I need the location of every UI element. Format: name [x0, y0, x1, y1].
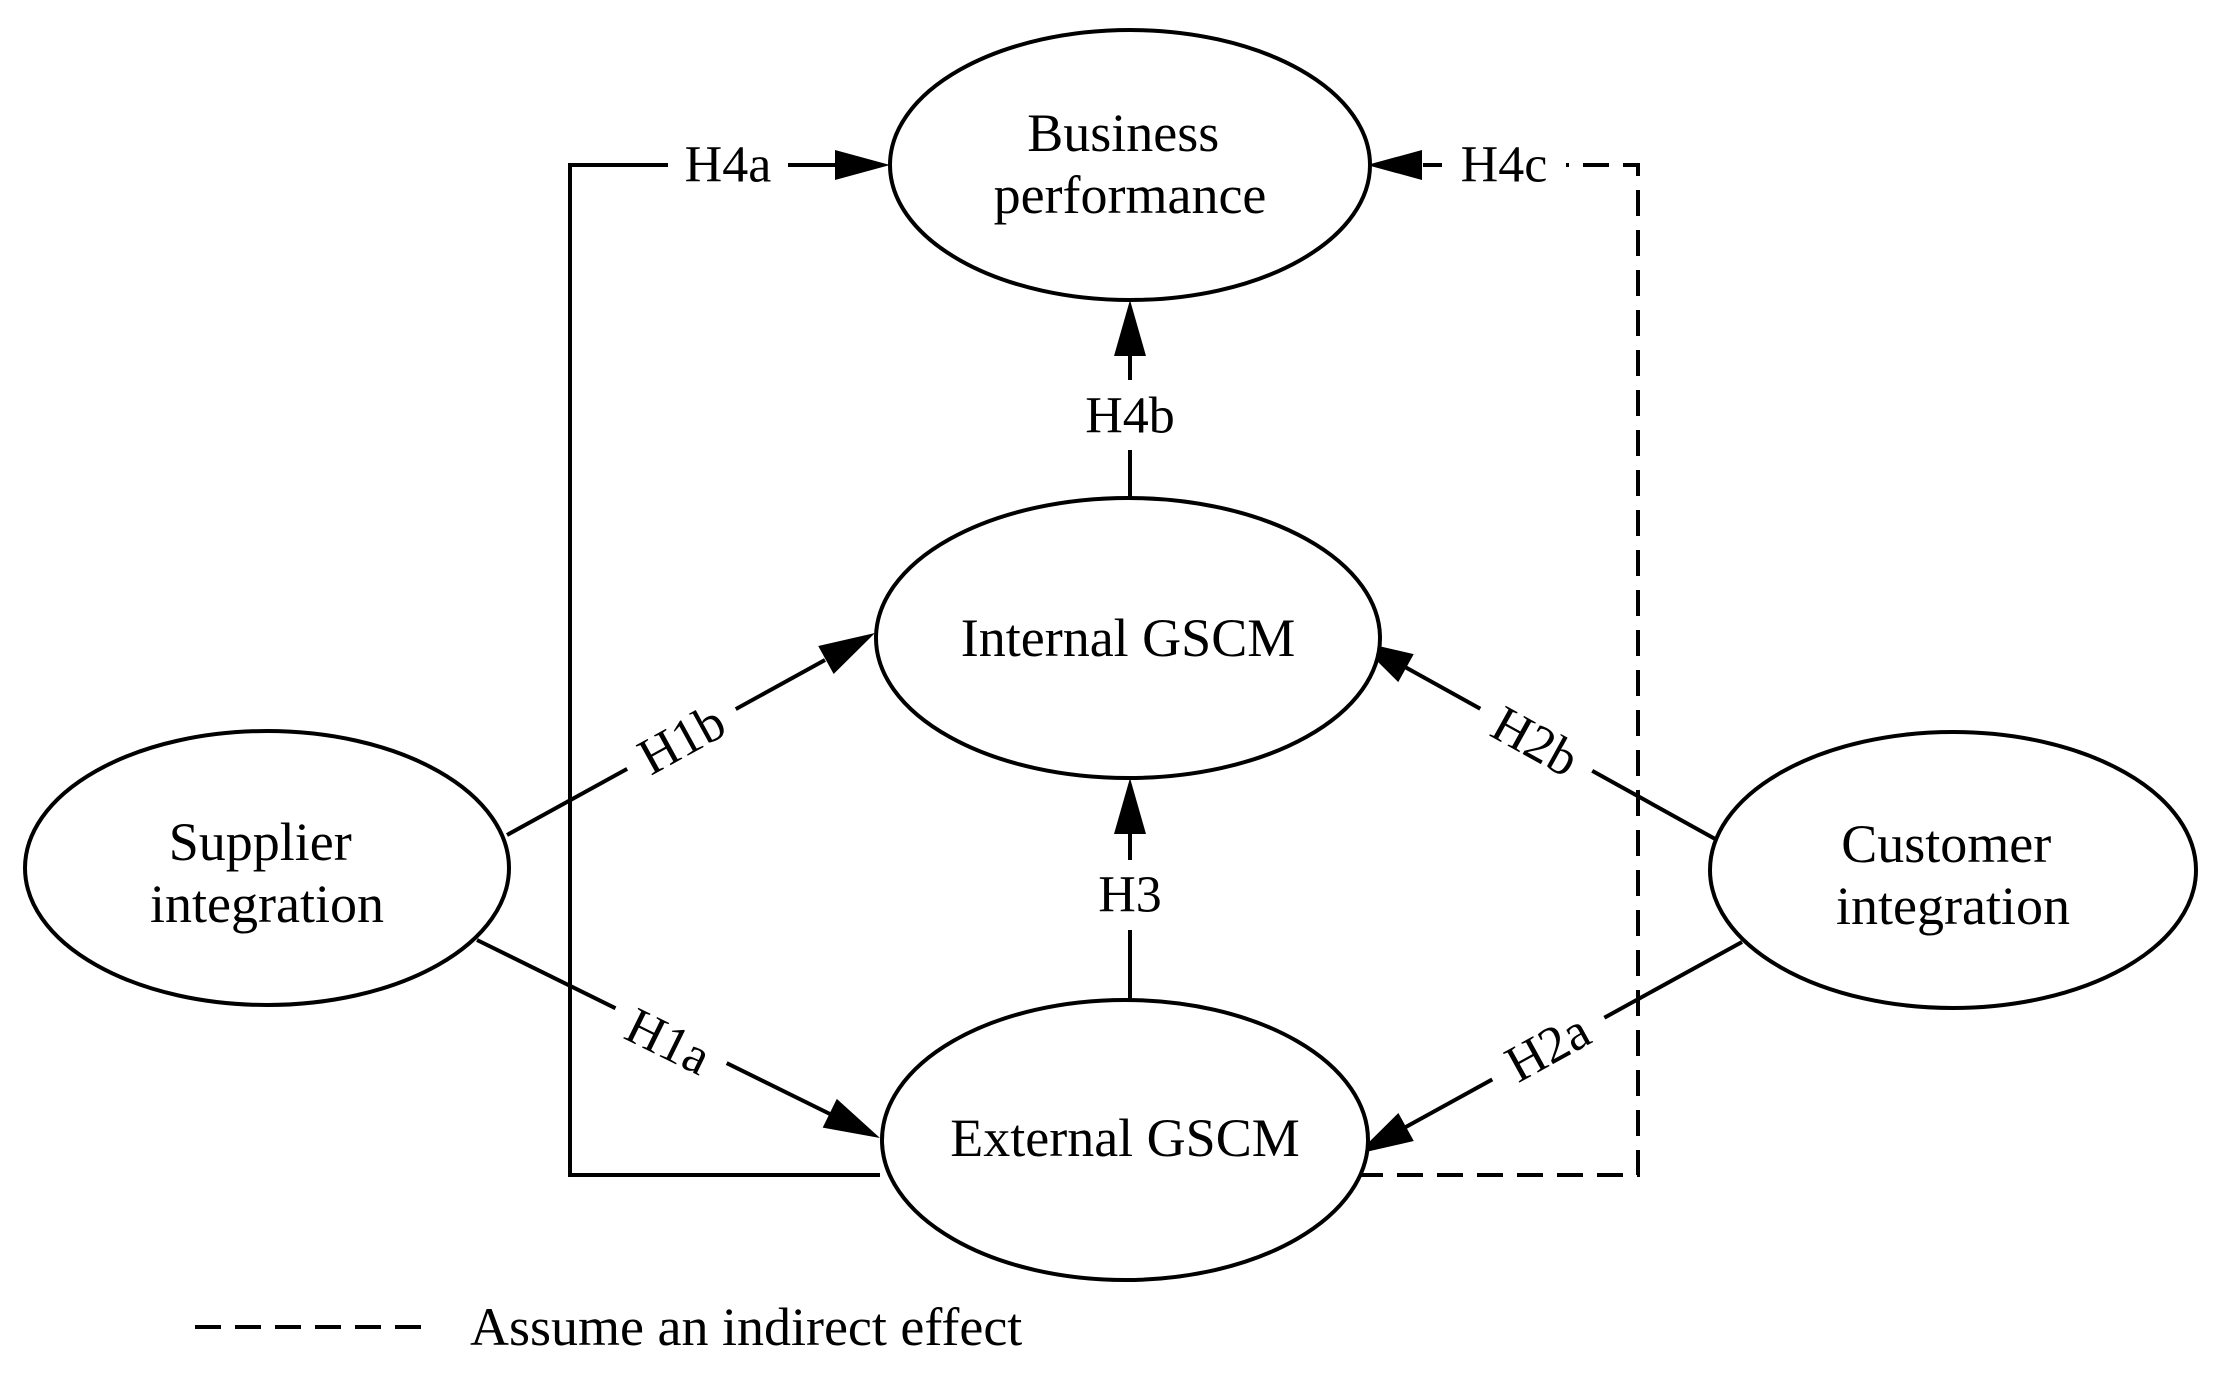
node-customer-integration-line-1: Customer	[1841, 814, 2051, 874]
edge-h1b: H1b	[506, 633, 875, 837]
node-business-performance-label: Business performance	[994, 103, 1267, 225]
nodes: Business performance Internal GSCM Exter…	[23, 28, 2198, 1282]
edge-h3-label: H3	[1098, 867, 1162, 924]
node-business-performance-shape	[888, 28, 1372, 302]
edges: H4a H4c H4b H3 H1	[476, 136, 1743, 1177]
node-external-gscm-shape	[880, 998, 1370, 1282]
edge-h4c-label: H4c	[1461, 137, 1548, 194]
edge-h2b: H2b	[1357, 641, 1718, 842]
node-supplier-integration-label: Supplier integration	[150, 812, 384, 934]
edge-h4b-arrowhead	[1114, 300, 1146, 356]
node-supplier-integration-line-2: integration	[150, 874, 384, 934]
edge-h4b-label: H4b	[1085, 388, 1175, 445]
node-external-gscm-label: External GSCM	[950, 1108, 1299, 1168]
legend-dashed-label: Assume an indirect effect	[470, 1297, 1022, 1357]
edge-h4c-arrowhead	[1367, 150, 1422, 180]
node-internal-gscm: Internal GSCM	[874, 496, 1382, 780]
edge-h3: H3	[1078, 778, 1182, 1005]
node-business-performance: Business performance	[888, 28, 1372, 302]
edge-h4b: H4b	[1068, 300, 1192, 498]
edge-h4a-label: H4a	[685, 137, 772, 194]
node-supplier-integration-line-1: Supplier	[169, 812, 352, 872]
node-customer-integration-line-2: integration	[1836, 876, 2070, 936]
edge-h4a-arrowhead	[835, 150, 890, 180]
node-customer-integration-label: Customer integration	[1836, 814, 2070, 936]
node-business-performance-line-1: Business	[1027, 103, 1219, 163]
legend: Assume an indirect effect	[195, 1297, 1022, 1357]
node-internal-gscm-shape	[874, 496, 1382, 780]
node-supplier-integration-shape	[23, 729, 511, 1007]
node-internal-gscm-label: Internal GSCM	[961, 608, 1295, 668]
edge-h1a: H1a	[476, 938, 880, 1138]
edge-h1a-arrowhead	[822, 1098, 880, 1138]
edge-h4a: H4a	[568, 136, 890, 1177]
edge-h3-arrowhead	[1114, 778, 1146, 834]
node-customer-integration: Customer integration	[1708, 730, 2198, 1010]
node-customer-integration-shape	[1708, 730, 2198, 1010]
edge-h1b-arrowhead	[818, 633, 875, 674]
node-business-performance-line-2: performance	[994, 165, 1267, 225]
node-external-gscm: External GSCM	[880, 998, 1370, 1282]
edge-h2a: H2a	[1357, 940, 1743, 1154]
node-supplier-integration: Supplier integration	[23, 729, 511, 1007]
edge-h2a-arrowhead	[1357, 1113, 1414, 1154]
edge-h4c: H4c	[1357, 136, 1640, 1177]
